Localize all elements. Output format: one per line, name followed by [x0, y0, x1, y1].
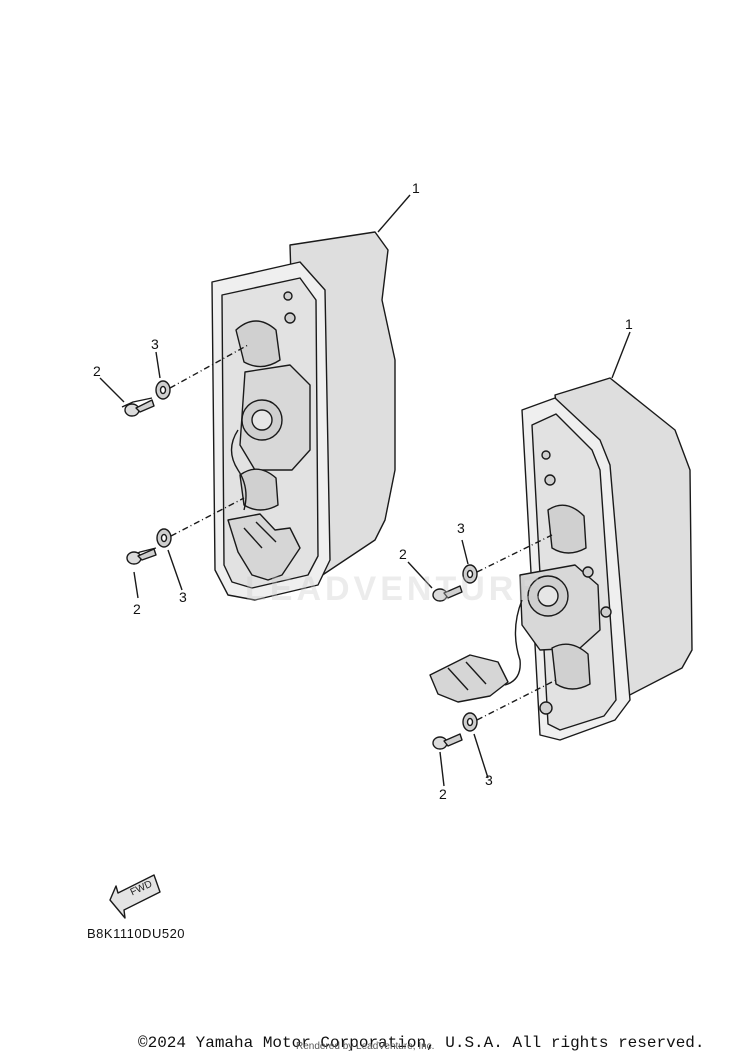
left-lamp-housing [211, 194, 411, 601]
right-lamp-housing [429, 331, 693, 741]
callout-right-washer-bottom: 3 [485, 772, 493, 788]
watermark: LEADVENTURE [245, 570, 545, 608]
rendered-by-notice: Rendered by LeadVenture, Inc. [296, 1041, 435, 1052]
callout-right-housing: 1 [625, 316, 633, 332]
callout-left-screw-top: 2 [93, 363, 101, 379]
callout-right-screw-bottom: 2 [439, 786, 447, 802]
fwd-arrow-icon [109, 874, 161, 919]
left-fasteners [99, 344, 249, 599]
diagram-code: B8K1110DU520 [87, 926, 186, 941]
callout-right-washer-top: 3 [457, 520, 465, 536]
copyright-notice: ©2024 Yamaha Motor Corporation, U.S.A. A… [138, 1034, 705, 1052]
callout-right-screw-top: 2 [399, 546, 407, 562]
callout-left-washer-top: 3 [151, 336, 159, 352]
callout-left-washer-bottom: 3 [179, 589, 187, 605]
callout-left-housing: 1 [412, 180, 420, 196]
callout-left-screw-bottom: 2 [133, 601, 141, 617]
right-fasteners [407, 534, 557, 787]
